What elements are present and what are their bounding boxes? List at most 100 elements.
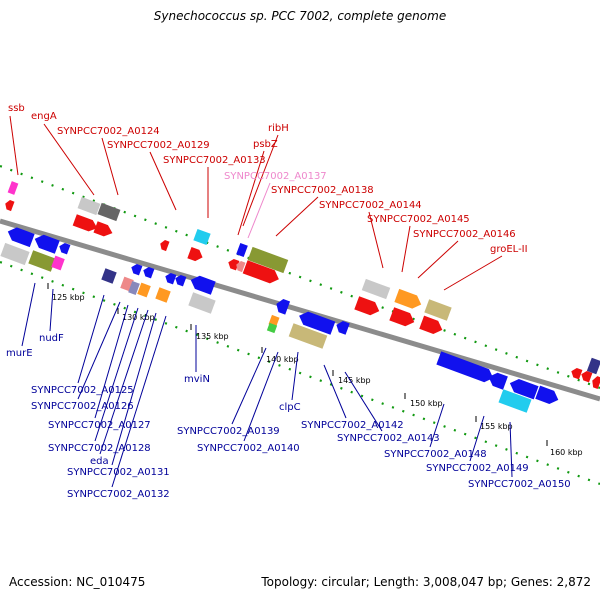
leader-line — [101, 137, 119, 196]
mviN-gene-a — [190, 275, 216, 295]
a0144-gene — [361, 278, 391, 300]
gene-label-mvin: mviN — [184, 374, 210, 385]
leader-line — [111, 315, 167, 488]
leader-line — [94, 304, 129, 419]
scale-label: 130 kbp — [122, 313, 155, 322]
ssb-arrow — [5, 200, 15, 212]
groEL-gene-d — [592, 376, 600, 390]
scale-label: 160 kbp — [550, 448, 583, 457]
clpC-gene — [299, 311, 336, 335]
a0143-gene — [436, 351, 494, 383]
leader-line — [77, 294, 105, 384]
a0146-gene — [424, 299, 452, 321]
leader-line — [469, 415, 485, 462]
gene-label-synpcc7002_a0128: SYNPCC7002_A0128 — [48, 443, 151, 454]
topology-text: Topology: circular; Length: 3,008,047 bp… — [261, 575, 591, 589]
lower-strand-labels: murE nudF SYNPCC7002_A0125SYNPCC7002_A0126… — [6, 282, 571, 500]
eda-b-gene — [143, 266, 155, 279]
leader-line — [111, 312, 157, 466]
gene-label-ssb: ssb — [8, 103, 25, 114]
ssb-gene — [7, 181, 19, 195]
a0124b-gene — [93, 221, 113, 237]
a0139b-gene — [266, 322, 278, 334]
leader-line — [231, 347, 267, 425]
upper-strand-dotted-line — [0, 164, 600, 390]
genome-backbone — [0, 218, 600, 402]
lower-strand-dotted-line — [0, 260, 600, 486]
groEL-gene-c — [586, 357, 600, 375]
leader-line — [291, 351, 299, 401]
leader-line — [443, 255, 503, 291]
clpC-b-gene — [288, 323, 328, 349]
a0127b-gene — [131, 263, 143, 276]
leader-line — [21, 282, 36, 347]
scale-label: 125 kbp — [52, 293, 85, 302]
engA-gene-b — [97, 202, 121, 222]
nudF-gene — [34, 234, 60, 254]
gene-label-mure: murE — [6, 348, 33, 359]
upper-strand-labels: ssbengASYNPCC7002_A0124SYNPCC7002_A0129S… — [8, 103, 528, 291]
leader-line — [49, 288, 54, 332]
eda-gene — [137, 282, 151, 298]
leader-line — [509, 421, 513, 478]
a0133-gene — [193, 228, 211, 246]
gene-label-clpc: clpC — [279, 402, 301, 413]
gene-label-enga: engA — [31, 111, 57, 122]
leader-line — [77, 301, 121, 400]
psbZ-gene — [228, 258, 240, 271]
scale-label: 155 kbp — [480, 422, 513, 431]
gene-label-synpcc7002_a0137: SYNPCC7002_A0137 — [224, 171, 327, 182]
a0132-gene — [175, 274, 187, 287]
a0131-gene — [155, 287, 171, 303]
a0137-gene — [236, 261, 246, 273]
a0125b-gene — [59, 242, 71, 255]
scale-label: 145 kbp — [338, 376, 371, 385]
gene-label-synpcc7002_a0148: SYNPCC7002_A0148 — [384, 449, 487, 460]
a0150b-gene — [498, 389, 532, 413]
leader-line — [242, 134, 279, 227]
a0125-gene — [51, 255, 65, 271]
leader-line — [94, 307, 139, 442]
genome-title: Synechococcus sp. PCC 7002, complete gen… — [153, 9, 447, 23]
gene-label-synpcc7002_a0144: SYNPCC7002_A0144 — [319, 200, 422, 211]
gene-label-synpcc7002_a0150: SYNPCC7002_A0150 — [468, 479, 571, 490]
gene-label-synpcc7002_a0133: SYNPCC7002_A0133 — [163, 155, 266, 166]
a0129-gene — [160, 240, 170, 252]
gene-label-synpcc7002_a0132: SYNPCC7002_A0132 — [67, 489, 170, 500]
a0142-gene — [336, 320, 350, 335]
gene-label-psbz: psbZ — [253, 139, 278, 150]
groEL-gene-b — [581, 370, 593, 383]
leader-line — [99, 309, 149, 455]
engA-gene-a — [77, 196, 101, 216]
a0150-gene — [535, 385, 559, 404]
gene-label-eda: eda — [90, 456, 109, 467]
gene-label-synpcc7002_a0125: SYNPCC7002_A0125 — [31, 385, 134, 396]
a0149-gene — [509, 379, 539, 400]
groEL-gene-a — [571, 367, 583, 380]
gene-label-synpcc7002_a0138: SYNPCC7002_A0138 — [271, 185, 374, 196]
gene-label-nudf: nudF — [39, 333, 64, 344]
murE-gene — [7, 227, 35, 248]
a0133b-gene — [187, 246, 203, 262]
gene-label-synpcc7002_a0146: SYNPCC7002_A0146 — [413, 229, 516, 240]
gene-label-ribh: ribH — [268, 123, 289, 134]
a0148-gene — [488, 372, 508, 390]
a0138b-gene — [242, 260, 279, 284]
a0138-gene — [247, 246, 289, 274]
a0145-gene — [394, 288, 422, 309]
gene-label-synpcc7002_a0143: SYNPCC7002_A0143 — [337, 433, 440, 444]
leader-line — [344, 371, 383, 432]
gene-label-synpcc7002_a0126: SYNPCC7002_A0126 — [31, 401, 134, 412]
nudF-b-gene — [28, 250, 56, 272]
mviN-gene-b — [188, 292, 216, 314]
murE-b-gene — [0, 242, 30, 266]
leader-line — [243, 351, 279, 442]
ribH-gene — [236, 242, 248, 258]
gene-label-synpcc7002_a0142: SYNPCC7002_A0142 — [301, 420, 404, 431]
leader-line — [323, 364, 347, 419]
leader-line — [237, 150, 265, 236]
a0144b-gene — [354, 296, 380, 316]
a0128-gene — [128, 280, 140, 296]
gene-label-synpcc7002_a0140: SYNPCC7002_A0140 — [197, 443, 300, 454]
